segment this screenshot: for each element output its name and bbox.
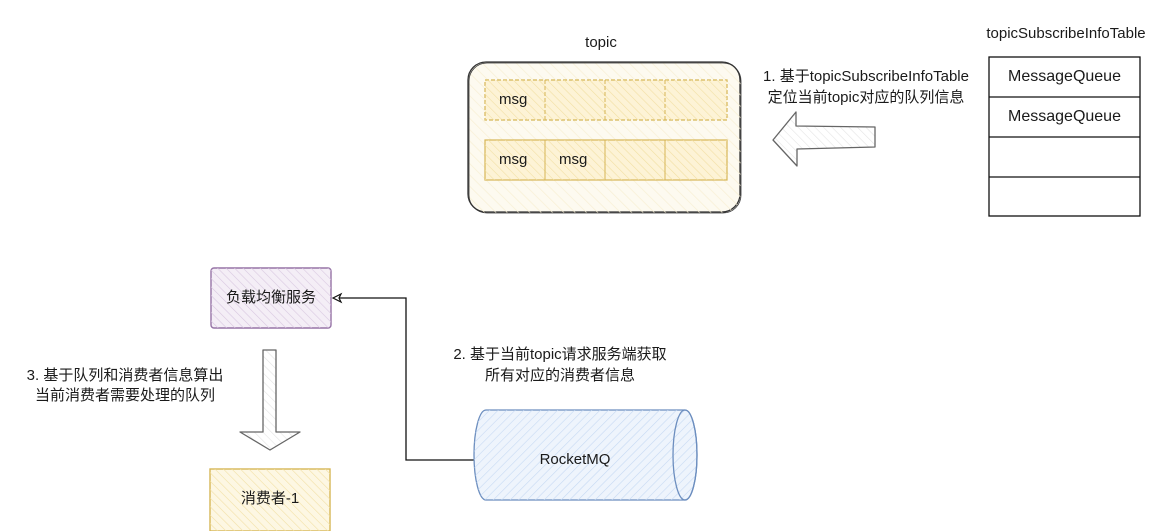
load-balancer-node[interactable] xyxy=(210,267,332,329)
step1-label-line2: 定位当前topic对应的队列信息 xyxy=(767,89,965,106)
consumer-label: 消费者-1 xyxy=(240,490,300,507)
arrow-down-icon xyxy=(239,349,301,451)
consumer-node[interactable] xyxy=(209,468,331,531)
table-row-2: MessageQueue xyxy=(1008,108,1121,125)
rocketmq-node[interactable] xyxy=(473,409,698,501)
rocketmq-label: RocketMQ xyxy=(539,451,611,468)
queue-row-1[interactable] xyxy=(484,79,728,121)
connector-arrow xyxy=(331,292,480,461)
table-row-1: MessageQueue xyxy=(1008,68,1121,85)
load-balancer-label: 负载均衡服务 xyxy=(225,289,316,306)
arrow-left-icon xyxy=(772,111,876,167)
queue-2-cell-1: msg xyxy=(499,151,528,168)
step1-label-line1: 1. 基于topicSubscribeInfoTable xyxy=(763,68,969,85)
queue-row-2[interactable] xyxy=(484,139,728,181)
topic-subscribe-info-table[interactable] xyxy=(988,56,1141,217)
queue-1-cell-1: msg xyxy=(499,91,528,108)
queue-2-cell-2: msg xyxy=(559,151,588,168)
table-title: topicSubscribeInfoTable xyxy=(986,25,1146,42)
step3-label-line1: 3. 基于队列和消费者信息算出 xyxy=(26,367,224,384)
step2-label-line2: 所有对应的消费者信息 xyxy=(484,367,635,384)
topic-title: topic xyxy=(585,34,617,51)
step3-label-line2: 当前消费者需要处理的队列 xyxy=(34,387,215,404)
step2-label-line1: 2. 基于当前topic请求服务端获取 xyxy=(453,346,667,363)
